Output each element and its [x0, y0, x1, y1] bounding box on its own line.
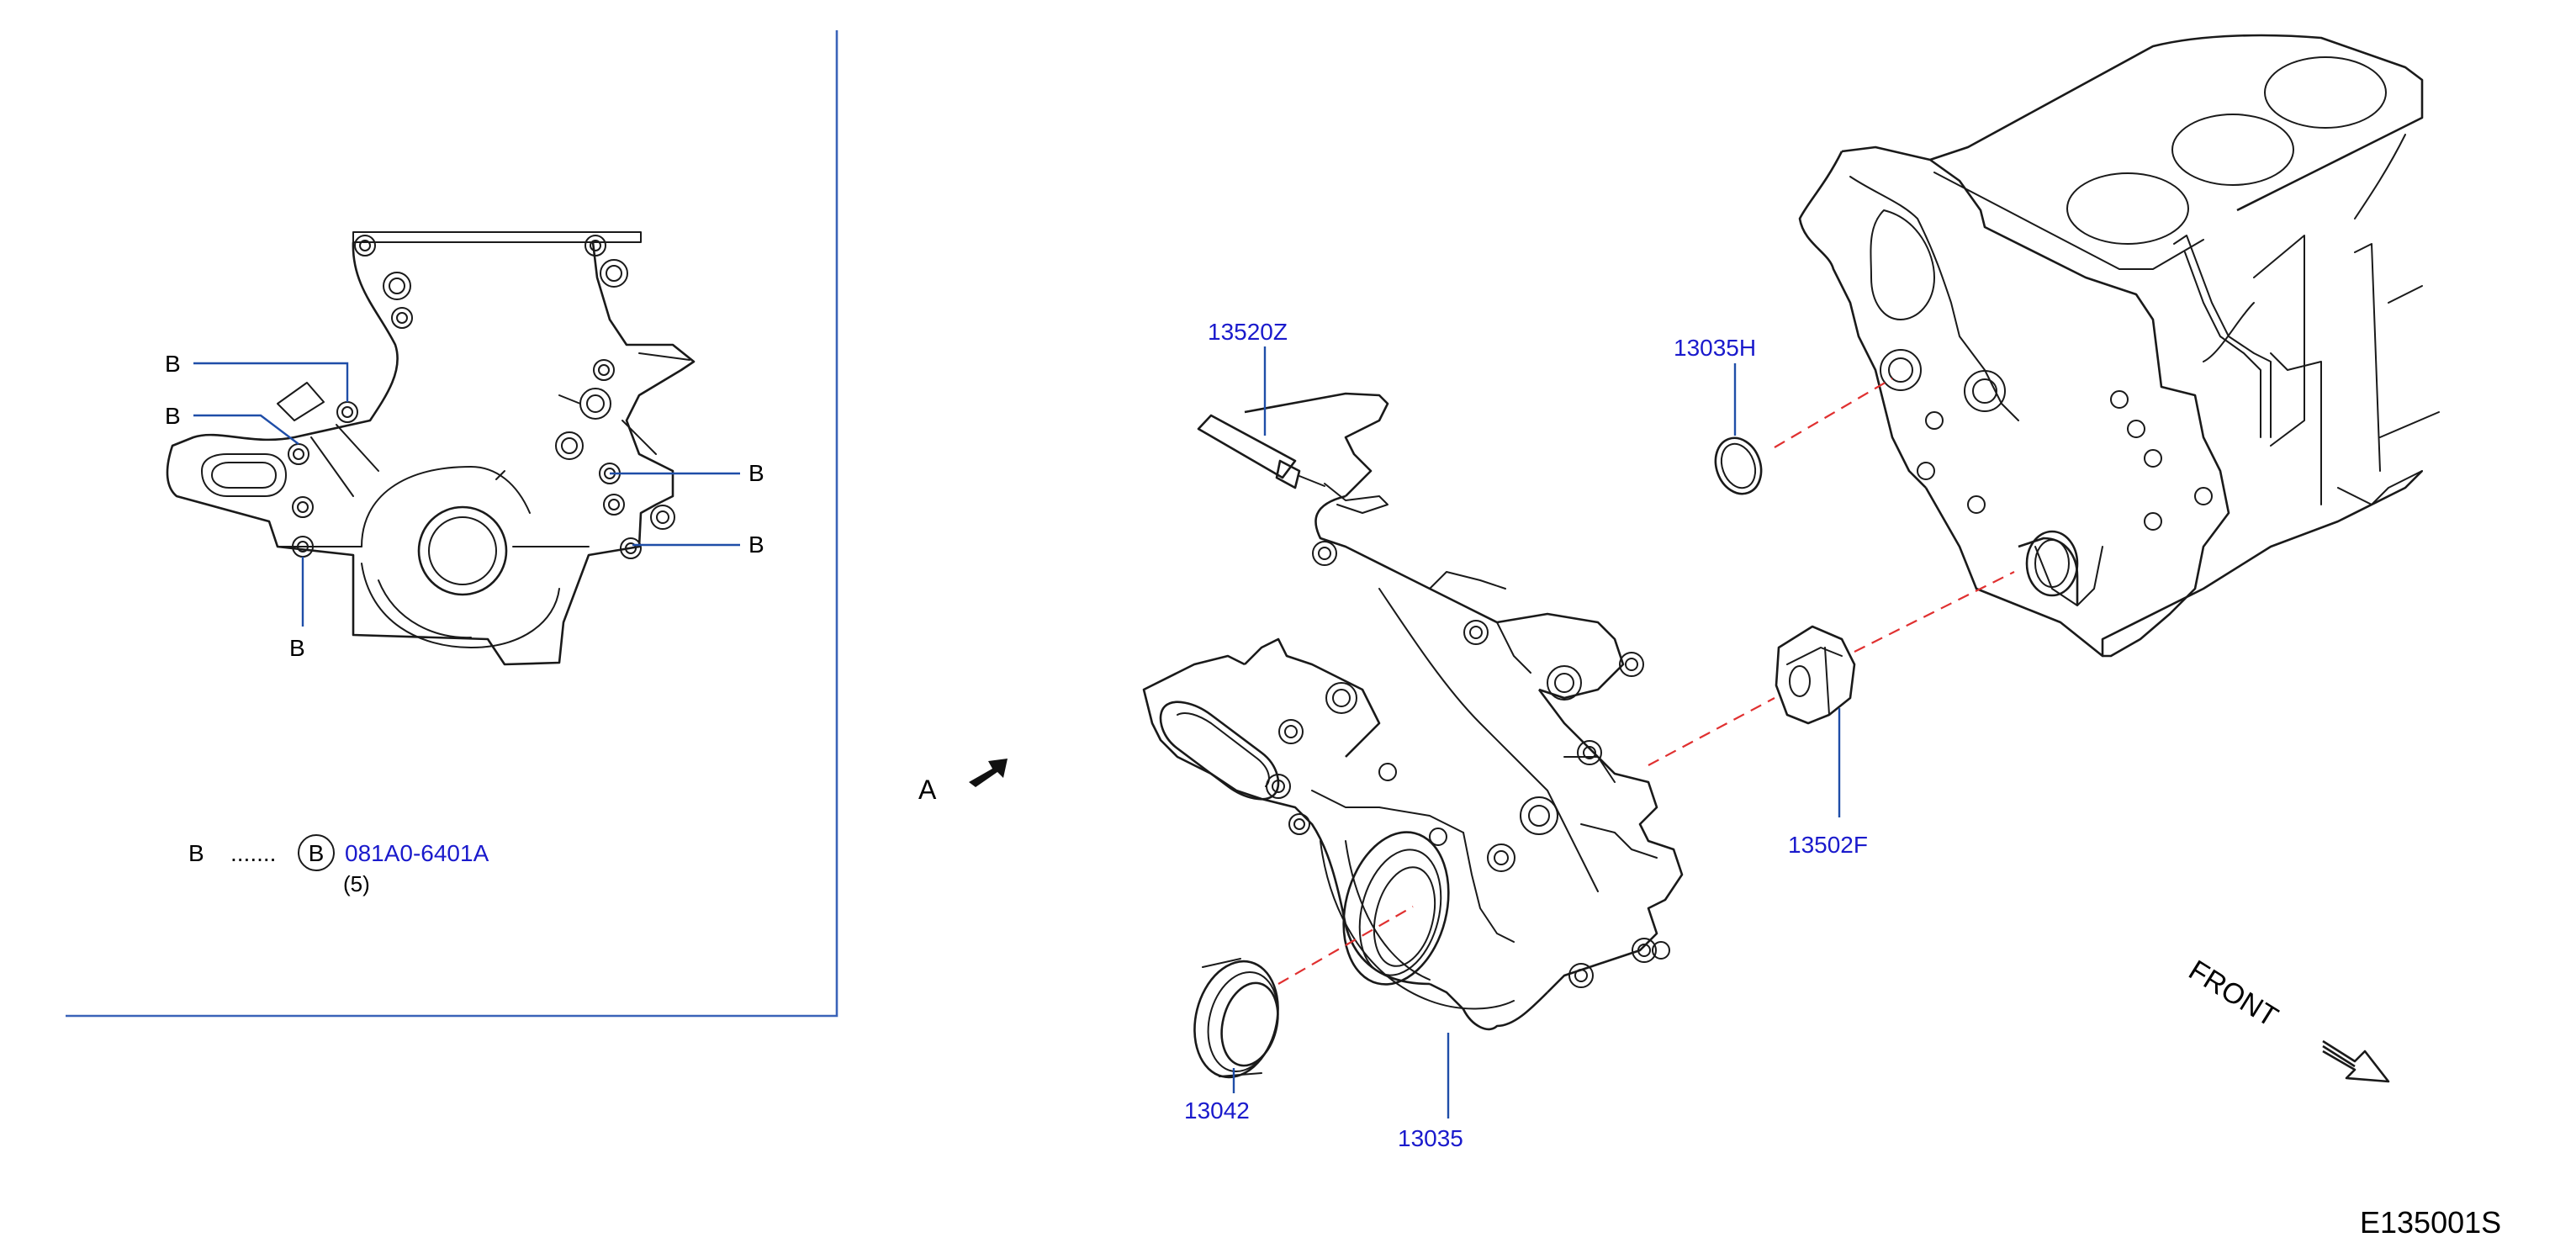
legend-part-number[interactable]: 081A0-6401A	[345, 840, 489, 866]
legend-quantity: (5)	[343, 871, 370, 896]
part-13035H[interactable]: 13035H	[1674, 335, 1756, 361]
front-arrow-icon	[2322, 1039, 2390, 1083]
cylinder-block-drawing	[1798, 34, 2440, 658]
legend-key: B	[188, 840, 204, 866]
part-13042[interactable]: 13042	[1184, 1097, 1250, 1124]
part-13520Z[interactable]: 13520Z	[1208, 319, 1288, 345]
inset-callout-b-4: B	[748, 531, 764, 558]
inset-callout-b-3: B	[748, 460, 764, 486]
diagram-id: E135001S	[2360, 1205, 2501, 1240]
inset-frame	[66, 30, 838, 1018]
crank-sprocket-drawing	[1775, 625, 1856, 725]
gasket-ring-drawing	[1714, 436, 1763, 495]
legend-circle-letter: B	[309, 840, 325, 866]
front-direction-label: FRONT	[2183, 955, 2283, 1034]
view-marker-a: A	[918, 775, 937, 805]
front-cover-drawing	[1142, 392, 1684, 1031]
inset-callout-b-5: B	[289, 635, 305, 661]
oil-seal-drawing	[1193, 958, 1279, 1079]
arrow-a-icon	[969, 759, 1008, 787]
inset-callout-b-2: B	[165, 403, 181, 429]
inset-callout-b-1: B	[165, 351, 181, 377]
legend-circle-badge	[298, 834, 335, 871]
part-13502F[interactable]: 13502F	[1788, 832, 1868, 858]
legend-dots: .......	[230, 840, 276, 866]
crank-sensor-drawing	[1197, 414, 1389, 514]
part-leaders	[1232, 346, 1841, 1118]
bolt-legend: B ....... B 081A0-6401A (5)	[188, 834, 489, 896]
inset-callout-leaders	[193, 362, 740, 627]
inset-front-cover-drawing	[166, 231, 696, 666]
alignment-guides	[1277, 378, 2015, 985]
part-13035[interactable]: 13035	[1398, 1125, 1463, 1151]
